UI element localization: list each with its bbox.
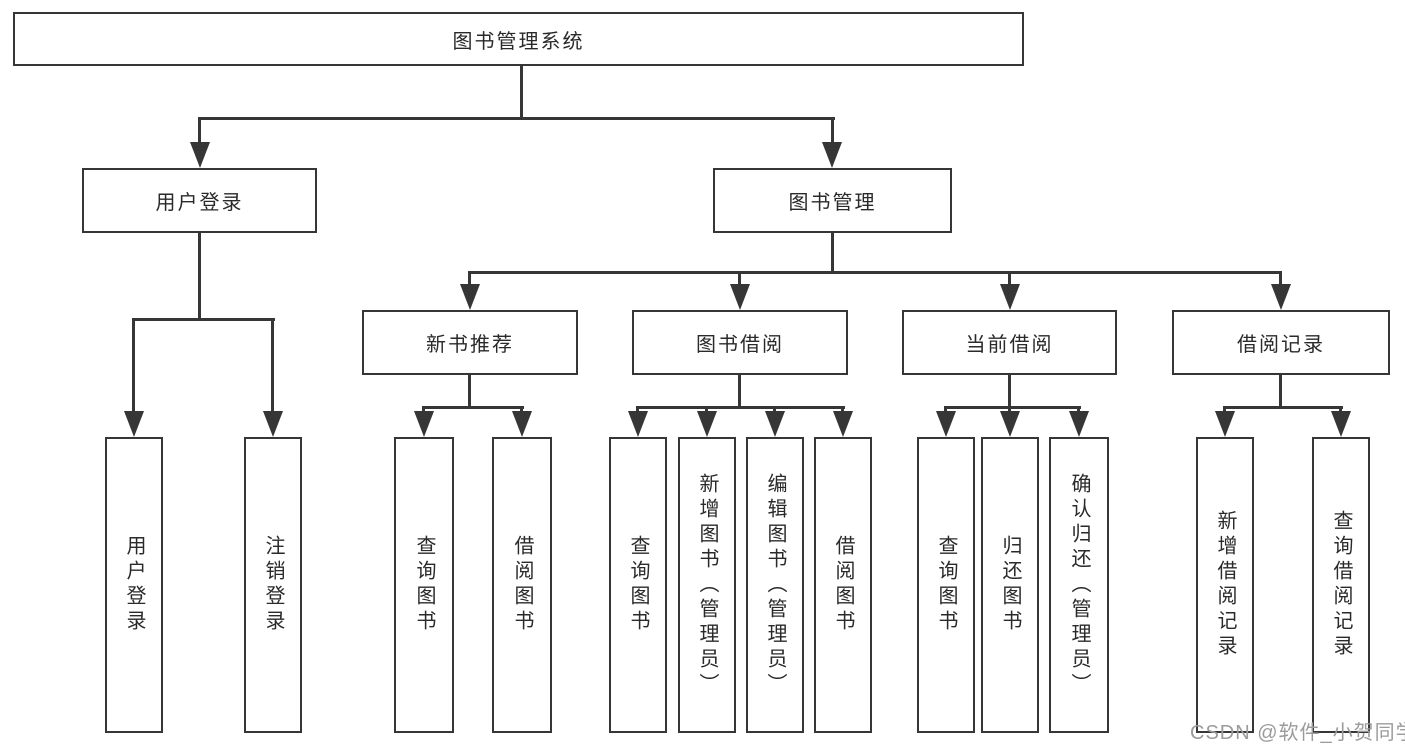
arrow-down-icon	[730, 284, 750, 310]
node-borrowing-records: 借阅记录	[1172, 310, 1390, 375]
leaf-cb-query-books: 查询图书	[917, 437, 975, 733]
leaf-nbr-query-books: 查询图书	[394, 437, 454, 733]
node-current-borrowing: 当前借阅	[902, 310, 1117, 375]
connector-line	[271, 318, 274, 414]
node-label: 新增借阅记录	[1214, 510, 1236, 660]
connector-line	[944, 406, 1081, 409]
arrow-down-icon	[263, 411, 283, 437]
connector-line	[1008, 375, 1011, 409]
arrow-down-icon	[460, 284, 480, 310]
arrow-down-icon	[1271, 284, 1291, 310]
connector-line	[738, 375, 741, 409]
connector-line	[468, 271, 471, 287]
leaf-bb-borrow-books: 借阅图书	[814, 437, 872, 733]
node-new-book-recommendation: 新书推荐	[362, 310, 578, 375]
leaf-logout: 注销登录	[244, 437, 302, 733]
connector-line	[520, 66, 523, 120]
connector-line	[520, 406, 523, 414]
arrow-down-icon	[697, 411, 717, 437]
connector-line	[132, 318, 135, 414]
node-label: 确认归还（管理员）	[1068, 472, 1090, 698]
node-book-system: 图书管理系统	[13, 12, 1024, 66]
connector-line	[841, 406, 844, 414]
arrow-down-icon	[628, 411, 648, 437]
connector-line	[1339, 406, 1342, 414]
watermark-text: CSDN @软件_小贺同学	[1190, 722, 1405, 744]
leaf-user-login: 用户登录	[105, 437, 163, 733]
connector-line	[773, 406, 776, 414]
connector-line	[944, 406, 947, 414]
node-label: 编辑图书（管理员）	[764, 472, 786, 698]
connector-line	[422, 406, 425, 414]
connector-line	[198, 233, 201, 320]
connector-line	[468, 375, 471, 409]
arrow-down-icon	[1000, 284, 1020, 310]
leaf-cb-return-books: 归还图书	[981, 437, 1039, 733]
connector-line	[198, 117, 835, 120]
connector-line	[132, 318, 275, 321]
connector-line	[1077, 406, 1080, 414]
connector-line	[422, 406, 524, 409]
connector-line	[705, 406, 708, 414]
leaf-nbr-borrow-books: 借阅图书	[492, 437, 552, 733]
leaf-bb-add-books-admin: 新增图书（管理员）	[678, 437, 736, 733]
connector-line	[1223, 406, 1343, 409]
node-label: 查询借阅记录	[1330, 510, 1352, 660]
connector-line	[1279, 271, 1282, 287]
node-label: 注销登录	[262, 535, 284, 635]
node-label: 新书推荐	[426, 334, 514, 356]
node-book-borrowing: 图书借阅	[632, 310, 848, 375]
leaf-bb-query-books: 查询图书	[609, 437, 667, 733]
node-label: 图书管理	[788, 192, 877, 214]
arrow-down-icon	[936, 411, 956, 437]
leaf-br-query-record: 查询借阅记录	[1312, 437, 1370, 733]
connector-line	[468, 271, 1282, 274]
leaf-bb-edit-books-admin: 编辑图书（管理员）	[746, 437, 804, 733]
connector-line	[636, 406, 639, 414]
arrow-down-icon	[1069, 411, 1089, 437]
connector-line	[1008, 406, 1011, 414]
node-label: 归还图书	[999, 535, 1021, 635]
node-label: 图书借阅	[696, 334, 784, 356]
leaf-br-add-record: 新增借阅记录	[1196, 437, 1254, 733]
arrow-down-icon	[414, 411, 434, 437]
leaf-cb-confirm-return-admin: 确认归还（管理员）	[1049, 437, 1109, 733]
node-label: 查询图书	[413, 535, 435, 635]
node-book-management: 图书管理	[713, 168, 952, 233]
connector-line	[831, 117, 834, 145]
connector-line	[831, 233, 834, 274]
node-label: 当前借阅	[965, 334, 1054, 356]
arrow-down-icon	[765, 411, 785, 437]
arrow-down-icon	[190, 142, 210, 168]
node-label: 新增图书（管理员）	[696, 472, 718, 698]
connector-line	[636, 406, 845, 409]
arrow-down-icon	[822, 142, 842, 168]
connector-line	[1279, 375, 1282, 409]
node-label: 查询图书	[627, 535, 649, 635]
arrow-down-icon	[1331, 411, 1351, 437]
node-label: 用户登录	[123, 535, 145, 635]
node-label: 查询图书	[935, 535, 957, 635]
node-label: 用户登录	[155, 192, 244, 214]
connector-line	[738, 271, 741, 287]
arrow-down-icon	[1215, 411, 1235, 437]
node-label: 借阅记录	[1237, 334, 1325, 356]
node-label: 借阅图书	[511, 535, 533, 635]
node-label: 借阅图书	[832, 535, 854, 635]
node-user-login: 用户登录	[82, 168, 317, 233]
arrow-down-icon	[1000, 411, 1020, 437]
arrow-down-icon	[512, 411, 532, 437]
arrow-down-icon	[833, 411, 853, 437]
connector-line	[1008, 271, 1011, 287]
connector-line	[1223, 406, 1226, 414]
arrow-down-icon	[124, 411, 144, 437]
node-label: 图书管理系统	[452, 30, 585, 53]
connector-line	[198, 117, 201, 145]
